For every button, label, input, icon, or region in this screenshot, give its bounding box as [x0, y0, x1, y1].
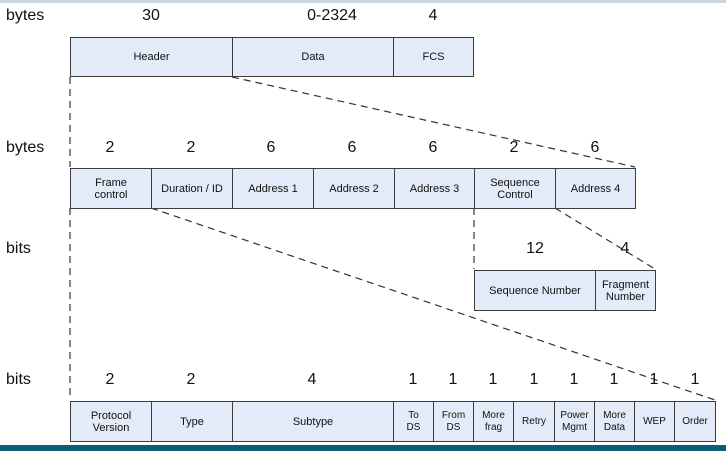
- header-size-duration: 2: [186, 139, 196, 156]
- frame-size-fcs: 4: [428, 7, 438, 24]
- top-border: [0, 0, 726, 3]
- fc-size-type: 2: [186, 371, 196, 388]
- fc-size-from-ds: 1: [448, 371, 458, 388]
- field-more-data: More Data: [594, 401, 635, 442]
- field-frame-control: Frame control: [70, 168, 152, 209]
- field-fcs: FCS: [393, 37, 474, 77]
- field-retry: Retry: [513, 401, 555, 442]
- connector-fc-right: [150, 207, 716, 401]
- field-protocol-version: Protocol Version: [70, 401, 152, 442]
- fc-size-protocol-version: 2: [105, 371, 115, 388]
- header-size-address2: 6: [347, 139, 357, 156]
- fc-size-order: 1: [690, 371, 700, 388]
- field-more-frag: More frag: [473, 401, 514, 442]
- field-address-3: Address 3: [394, 168, 475, 209]
- frame-size-header: 30: [142, 7, 160, 24]
- field-address-4: Address 4: [555, 168, 636, 209]
- seqctl-size-sequence-number: 12: [526, 240, 544, 257]
- fc-size-power-mgmt: 1: [569, 371, 579, 388]
- fc-size-retry: 1: [529, 371, 539, 388]
- connector-header-right: [231, 76, 636, 168]
- field-duration-id: Duration / ID: [151, 168, 233, 209]
- field-sequence-control: Sequence Control: [474, 168, 556, 209]
- field-fragment-number: Fragment Number: [595, 270, 656, 311]
- frame-size-data: 0-2324: [307, 7, 357, 24]
- row-label-bytes-header: bytes: [6, 139, 45, 156]
- field-type: Type: [151, 401, 233, 442]
- fc-size-subtype: 4: [307, 371, 317, 388]
- header-size-seqctl: 2: [509, 139, 519, 156]
- field-data: Data: [232, 37, 394, 77]
- row-label-bits-seqctl: bits: [6, 240, 31, 257]
- connector-seqctl-right: [554, 207, 656, 270]
- field-subtype: Subtype: [232, 401, 394, 442]
- field-sequence-number: Sequence Number: [474, 270, 596, 311]
- field-to-ds: To DS: [393, 401, 434, 442]
- field-power-mgmt: Power Mgmt: [554, 401, 595, 442]
- row-label-bytes-frame: bytes: [6, 7, 45, 24]
- row-label-bits-fc: bits: [6, 371, 31, 388]
- fc-size-to-ds: 1: [408, 371, 418, 388]
- field-from-ds: From DS: [433, 401, 474, 442]
- field-address-1: Address 1: [232, 168, 314, 209]
- header-size-address4: 6: [590, 139, 600, 156]
- fc-size-more-data: 1: [609, 371, 619, 388]
- seqctl-size-fragment-number: 4: [620, 240, 630, 257]
- header-size-frame-control: 2: [105, 139, 115, 156]
- header-size-address1: 6: [266, 139, 276, 156]
- fc-size-wep: 1: [649, 371, 659, 388]
- header-size-address3: 6: [428, 139, 438, 156]
- fc-size-more-frag: 1: [488, 371, 498, 388]
- bottom-border: [0, 445, 726, 451]
- field-header: Header: [70, 37, 233, 77]
- field-wep: WEP: [634, 401, 675, 442]
- field-order: Order: [674, 401, 716, 442]
- field-address-2: Address 2: [313, 168, 395, 209]
